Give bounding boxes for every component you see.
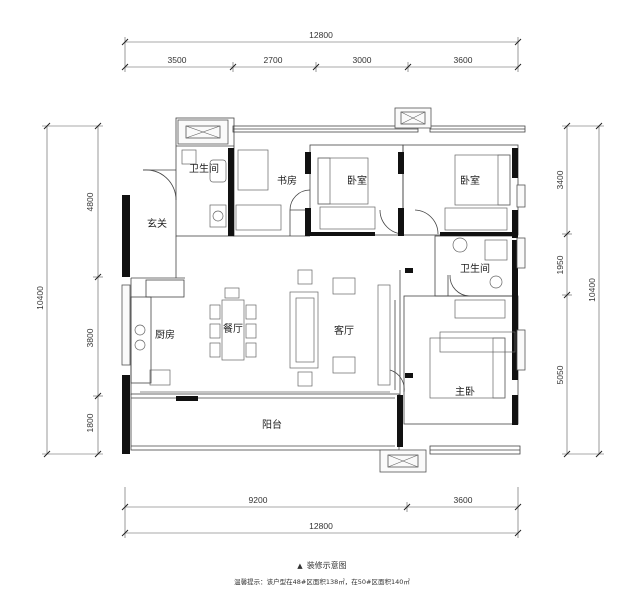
room-label-kitchen: 厨房 bbox=[155, 328, 175, 341]
dim-bottom-seg-2: 3600 bbox=[454, 495, 473, 505]
room-label-balcony: 阳台 bbox=[262, 418, 282, 431]
caption-note: 温馨提示：该户型在48#区面积138㎡，在50#区面积140㎡ bbox=[234, 578, 410, 586]
dim-left-seg-3: 1800 bbox=[85, 413, 95, 432]
dim-bottom-total: 12800 bbox=[309, 521, 333, 531]
dim-top-seg-3: 3000 bbox=[353, 55, 372, 65]
dim-top-total: 12800 bbox=[309, 30, 333, 40]
dim-top-seg-2: 2700 bbox=[264, 55, 283, 65]
structural-walls bbox=[122, 148, 518, 454]
dim-top-seg-1: 3500 bbox=[168, 55, 187, 65]
dimension-ticks bbox=[43, 38, 603, 537]
room-label-bedroom-2: 卧室 bbox=[460, 174, 480, 187]
windows bbox=[121, 107, 526, 473]
room-label-bathroom-2: 卫生间 bbox=[460, 262, 490, 275]
dim-bottom-seg-1: 9200 bbox=[249, 495, 268, 505]
dim-left-total: 10400 bbox=[35, 286, 45, 310]
dim-left-seg-1: 4800 bbox=[85, 192, 95, 211]
room-label-bedroom-1: 卧室 bbox=[347, 174, 367, 187]
triangle-icon: ▲ bbox=[297, 562, 303, 570]
dim-right-seg-1: 3400 bbox=[555, 170, 565, 189]
room-label-dining: 餐厅 bbox=[223, 322, 243, 335]
caption-title: ▲装修示意图 bbox=[0, 560, 644, 571]
dim-right-seg-2: 1950 bbox=[555, 255, 565, 274]
dim-top-seg-4: 3600 bbox=[454, 55, 473, 65]
room-label-entrance: 玄关 bbox=[147, 217, 167, 230]
dim-left-seg-2: 3800 bbox=[85, 328, 95, 347]
dim-right-total: 10400 bbox=[587, 278, 597, 302]
room-label-master-bedroom: 主卧 bbox=[455, 385, 475, 398]
room-label-bathroom-1: 卫生间 bbox=[189, 162, 219, 175]
room-label-living: 客厅 bbox=[334, 324, 354, 337]
caption-title-text: 装修示意图 bbox=[306, 561, 347, 570]
room-label-study: 书房 bbox=[277, 174, 297, 187]
dimension-lines bbox=[42, 37, 604, 538]
window-crosses bbox=[185, 111, 426, 468]
dim-right-seg-3: 5050 bbox=[555, 365, 565, 384]
furniture bbox=[134, 149, 516, 399]
